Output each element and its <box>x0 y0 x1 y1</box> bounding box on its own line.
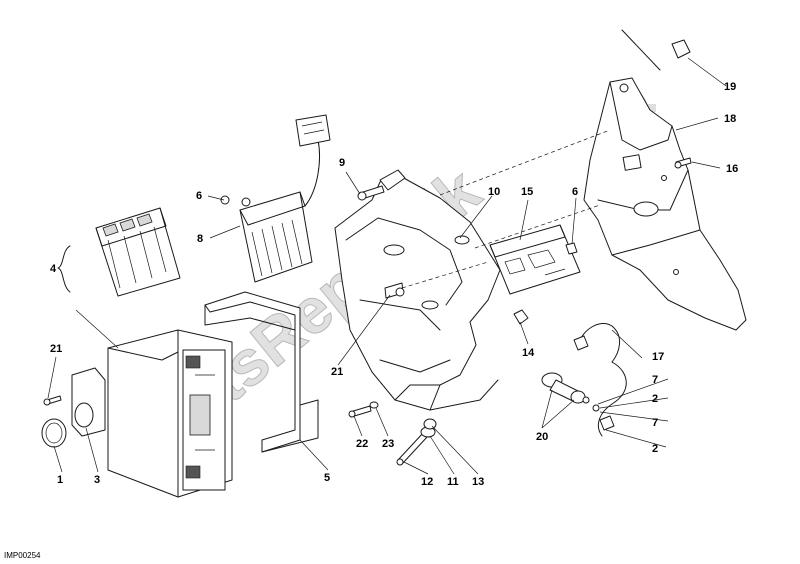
control-unit <box>489 224 581 295</box>
callout-21-left[interactable]: 21 <box>50 343 62 355</box>
callout-12[interactable]: 12 <box>421 476 433 488</box>
callout-18[interactable]: 18 <box>724 113 736 125</box>
leader-lines <box>47 57 727 475</box>
diagram-code: IMP00254 <box>4 551 41 560</box>
rubber-13 <box>423 418 437 430</box>
assembly-guides <box>401 129 611 289</box>
battery <box>107 329 233 498</box>
relay-harness <box>541 322 627 437</box>
screw-6-left <box>220 195 230 205</box>
callout-16[interactable]: 16 <box>726 163 738 175</box>
fuse-holder <box>95 207 181 297</box>
rubber-mount-14 <box>513 309 529 325</box>
callout-11[interactable]: 11 <box>447 476 459 488</box>
screw-21-left <box>43 395 62 406</box>
callout-14[interactable]: 14 <box>522 347 535 359</box>
callout-20[interactable]: 20 <box>536 431 548 443</box>
callout-2-bottom[interactable]: 2 <box>652 443 658 455</box>
clip-19 <box>671 39 691 59</box>
callout-3[interactable]: 3 <box>94 474 100 486</box>
callout-2-top[interactable]: 2 <box>652 393 658 405</box>
callout-9[interactable]: 9 <box>339 157 345 169</box>
rear-bracket <box>583 77 747 331</box>
fender-edge <box>621 29 661 71</box>
callout-5[interactable]: 5 <box>324 472 330 484</box>
regulator <box>239 114 331 283</box>
callout-21-center[interactable]: 21 <box>331 366 343 378</box>
nut-6-right <box>565 242 578 255</box>
callout-10[interactable]: 10 <box>488 186 500 198</box>
callout-8[interactable]: 8 <box>197 233 203 245</box>
bolt-21-center <box>384 282 405 299</box>
washer-23 <box>369 401 379 409</box>
callout-6-left[interactable]: 6 <box>196 190 202 202</box>
callout-13[interactable]: 13 <box>472 476 484 488</box>
battery-holder <box>204 291 319 453</box>
callout-labels: 19 18 16 10 15 6 9 6 8 4 14 17 7 2 7 2 2… <box>50 81 738 488</box>
callout-22[interactable]: 22 <box>356 438 368 450</box>
bolt-12 <box>396 431 429 466</box>
terminal-cap <box>41 418 67 448</box>
callout-6-right[interactable]: 6 <box>572 186 578 198</box>
callout-15[interactable]: 15 <box>521 186 533 198</box>
screw-16 <box>674 157 692 169</box>
callout-7-top[interactable]: 7 <box>652 374 658 386</box>
callout-7-bottom[interactable]: 7 <box>652 417 658 429</box>
callout-4[interactable]: 4 <box>50 263 57 275</box>
bolt-22 <box>348 405 372 418</box>
callout-17[interactable]: 17 <box>652 351 664 363</box>
battery-clip <box>71 367 106 437</box>
bracket-4 <box>57 245 71 293</box>
callout-19[interactable]: 19 <box>724 81 736 93</box>
callout-1[interactable]: 1 <box>57 474 63 486</box>
battery-tray <box>334 169 501 411</box>
callout-23[interactable]: 23 <box>382 438 394 450</box>
